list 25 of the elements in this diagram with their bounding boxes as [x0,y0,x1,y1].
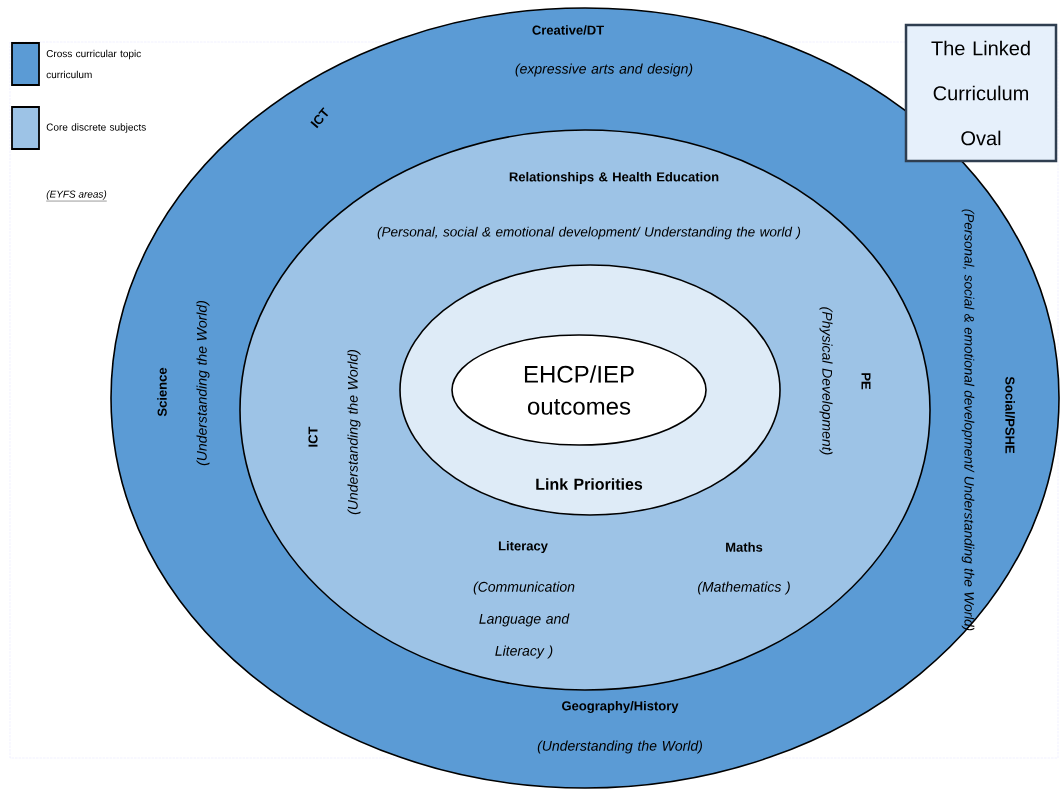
subject-label: ICT [310,107,329,129]
title-box: The Linked Curriculum Oval [904,23,1058,163]
subject-label: Literacy [498,540,548,554]
subject-label: Maths [726,542,763,552]
area-label: (Physical Development) [819,307,833,455]
subject-label: Creative/DT [532,25,604,35]
subject-label: ICT [308,426,318,447]
subject-label: Science [157,367,167,417]
area-label: (Understanding the World) [347,350,361,515]
subject-label: Relationships & Health Education [509,171,719,185]
area-label: (Personal, social & emotional development/ Understanding the World) [961,209,975,631]
subject-label: Geography/History [562,700,679,714]
area-label: (expressive arts and design) [515,63,693,77]
subject-label: PE [861,373,871,390]
area-label: (Understanding the World) [196,301,210,466]
legend-label: Core discrete subjects [46,123,146,133]
subject-label: Link Priorities [536,478,643,490]
note-label: (EYFS areas) [46,190,107,202]
area-label: (Communication Language and Literacy ) [473,581,575,659]
center-label: EHCP/IEP outcomes [524,365,634,415]
area-label: (Mathematics ) [698,581,790,595]
area-label: (Understanding the World) [537,740,702,754]
subject-label: Social/PSHE [1005,376,1015,454]
legend-label: Cross curricular topic curriculum [46,49,141,79]
area-label: (Personal, social & emotional development/ Understanding the world ) [377,226,801,240]
